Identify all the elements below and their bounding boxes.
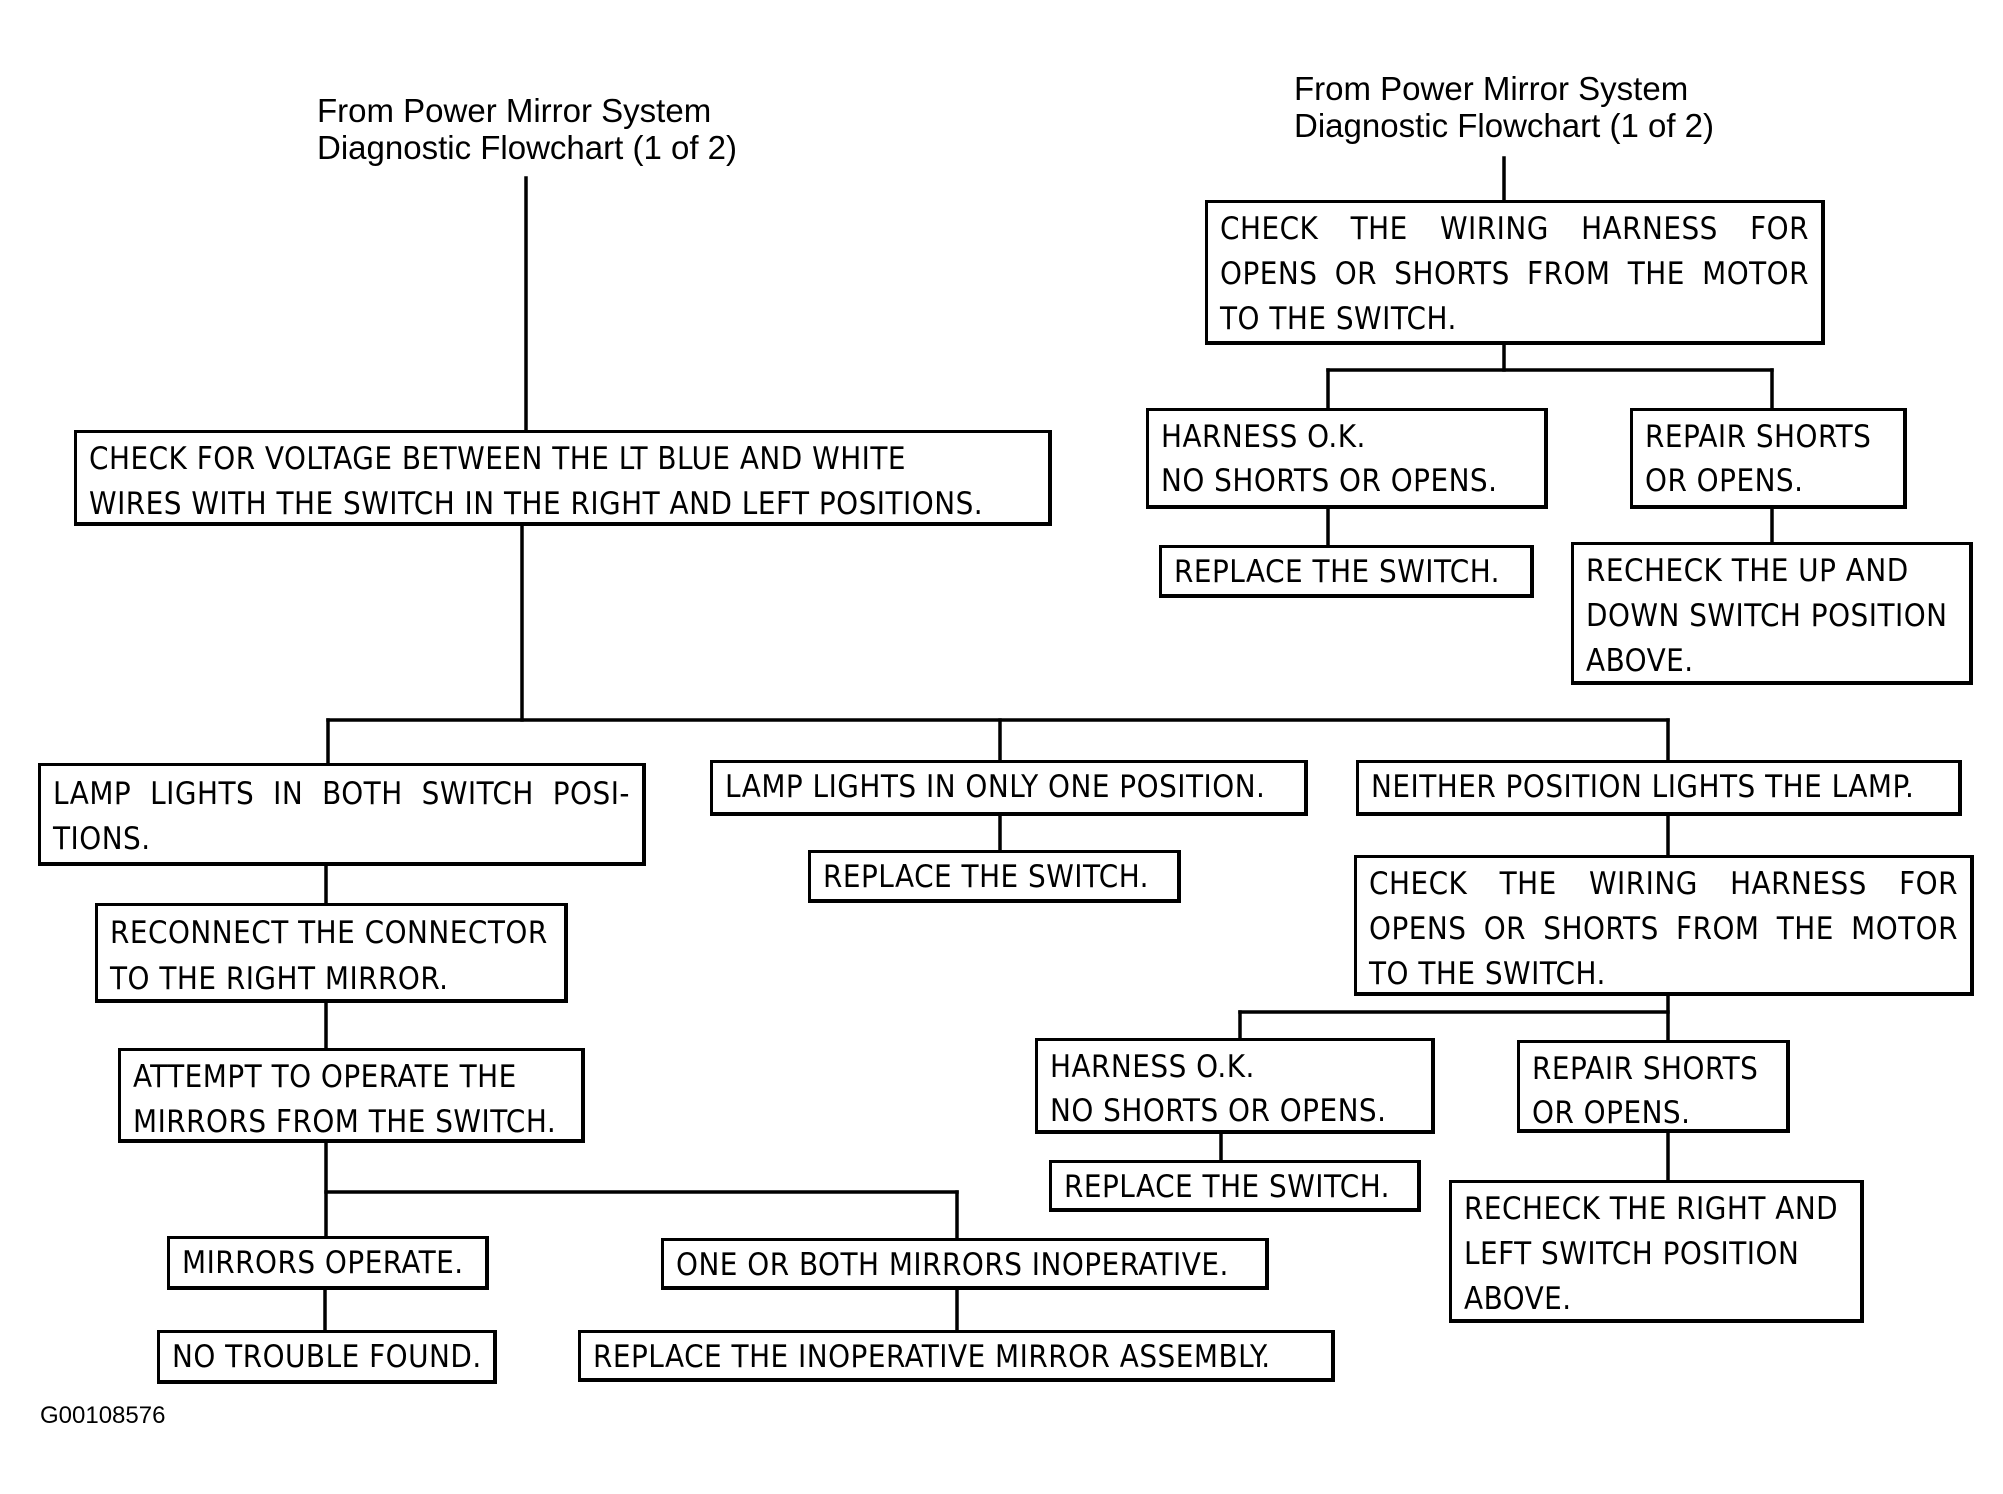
one-or-both-inoperative-box: ONE OR BOTH MIRRORS INOPERATIVE. (661, 1238, 1269, 1290)
header-right-origin: From Power Mirror System Diagnostic Flow… (1294, 70, 1714, 144)
recheck-right-left-box: RECHECK THE RIGHT AND LEFT SWITCH POSITI… (1449, 1180, 1864, 1323)
replace-switch-box-middle: REPLACE THE SWITCH. (808, 850, 1181, 903)
recheck-up-down-box: RECHECK THE UP AND DOWN SWITCH POSITION … (1571, 542, 1973, 685)
repair-shorts-box-bottom: REPAIR SHORTS OR OPENS. (1517, 1040, 1790, 1133)
no-trouble-found-box: NO TROUBLE FOUND. (157, 1330, 497, 1384)
figure-id: G00108576 (40, 1402, 166, 1429)
check-wiring-harness-box-top: CHECK THE WIRING HARNESS FOR OPENS OR SH… (1205, 200, 1825, 345)
replace-mirror-assembly-box: REPLACE THE INOPERATIVE MIRROR ASSEMBLY. (578, 1330, 1335, 1382)
replace-switch-box-top: REPLACE THE SWITCH. (1159, 545, 1534, 598)
attempt-operate-box: ATTEMPT TO OPERATE THE MIRRORS FROM THE … (118, 1048, 585, 1143)
check-voltage-box: CHECK FOR VOLTAGE BETWEEN THE LT BLUE AN… (74, 430, 1052, 526)
neither-position-box: NEITHER POSITION LIGHTS THE LAMP. (1356, 760, 1962, 816)
lamp-lights-both-box: LAMP LIGHTS IN BOTH SWITCH POSI- TIONS. (38, 763, 646, 866)
harness-ok-box-bottom: HARNESS O.K. NO SHORTS OR OPENS. (1035, 1038, 1435, 1134)
header-left-origin: From Power Mirror System Diagnostic Flow… (317, 92, 737, 166)
mirrors-operate-box: MIRRORS OPERATE. (167, 1236, 489, 1290)
repair-shorts-box-top: REPAIR SHORTS OR OPENS. (1630, 408, 1907, 509)
check-wiring-harness-box-bottom: CHECK THE WIRING HARNESS FOR OPENS OR SH… (1354, 855, 1974, 996)
harness-ok-box-top: HARNESS O.K. NO SHORTS OR OPENS. (1146, 408, 1548, 509)
lamp-lights-one-box: LAMP LIGHTS IN ONLY ONE POSITION. (710, 760, 1308, 816)
reconnect-connector-box: RECONNECT THE CONNECTOR TO THE RIGHT MIR… (95, 903, 568, 1003)
replace-switch-box-bottom: REPLACE THE SWITCH. (1049, 1160, 1421, 1212)
